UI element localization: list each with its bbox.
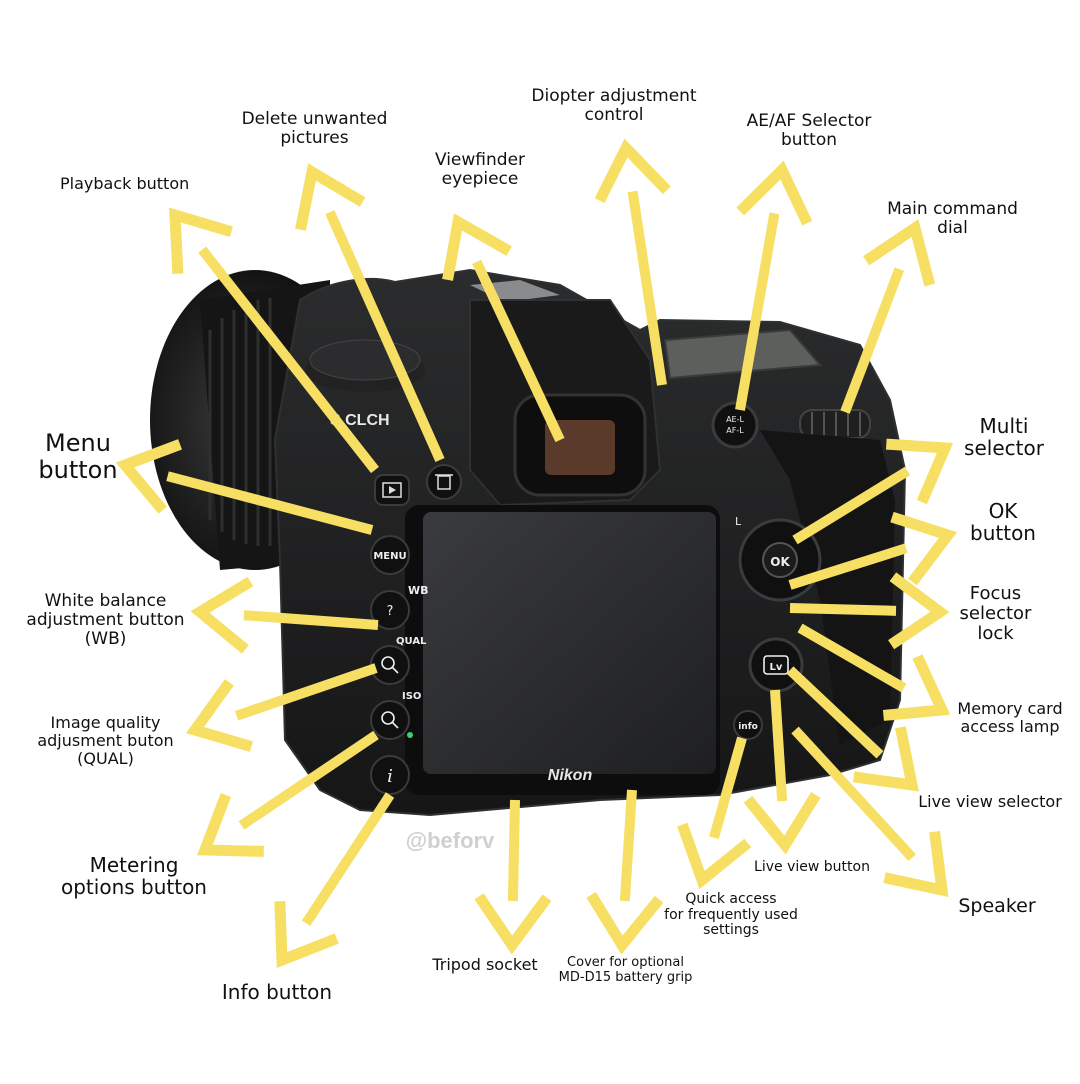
menu-button-graphic: MENU <box>370 535 410 575</box>
svg-text:AF-L: AF-L <box>726 426 744 435</box>
svg-text:i: i <box>387 766 393 787</box>
svg-text:Lv: Lv <box>770 662 783 673</box>
arrow-metering <box>197 730 379 857</box>
playback-button <box>374 474 410 506</box>
arrow-menu <box>115 439 374 535</box>
arrow-viewfinder <box>442 213 565 443</box>
ae-af-lock-button: AE-L AF-L <box>711 401 759 449</box>
arrow-playback <box>169 207 379 474</box>
arrow-speaker <box>791 726 949 898</box>
svg-text:info: info <box>738 722 758 732</box>
rear-lcd-frame <box>405 505 720 795</box>
live-view-selector-graphic: Lv <box>748 637 804 693</box>
arrow-qual <box>185 663 378 752</box>
svg-text:L: L <box>735 515 742 528</box>
label-live-view-selector: Live view selector <box>918 792 1062 811</box>
label-info-button: Info button <box>221 980 333 1004</box>
arrow-aeaf <box>735 160 813 411</box>
arrow-dial <box>840 219 936 414</box>
svg-text:ISO: ISO <box>402 691 421 702</box>
label-live-view-button: Live view button <box>754 859 870 875</box>
arrow-delete <box>295 163 445 463</box>
svg-text:AE-L: AE-L <box>726 415 744 424</box>
main-command-dial <box>799 409 871 439</box>
arrow-info <box>274 792 395 968</box>
iso-button-graphic: ISO <box>370 691 421 740</box>
svg-text:?: ? <box>387 604 394 619</box>
svg-text:QUAL: QUAL <box>396 636 427 647</box>
svg-text:MENU: MENU <box>373 551 406 562</box>
svg-text:OK: OK <box>770 555 790 569</box>
info-button-graphic: i <box>370 755 410 795</box>
arrow-memory <box>797 623 951 721</box>
quick-info-button-graphic: info <box>733 710 763 740</box>
arrow-diopter <box>594 138 671 386</box>
delete-button <box>426 464 462 500</box>
arrow-wb <box>190 576 379 654</box>
arrow-quick <box>677 736 752 890</box>
arrow-multi <box>792 438 954 545</box>
svg-text:WB: WB <box>408 584 429 597</box>
arrow-ok <box>788 511 958 590</box>
callout-arrows <box>115 138 958 968</box>
watermark: @beforv <box>406 828 495 853</box>
brand-logo: Nikon <box>548 767 593 784</box>
wb-button-graphic: ? WB <box>370 584 429 630</box>
label-tripod-socket: Tripod socket <box>432 955 538 974</box>
arrow-grip <box>586 789 664 955</box>
label-playback-button: Playback button <box>60 174 190 193</box>
arrow-tripod <box>474 799 552 955</box>
label-speaker: Speaker <box>958 895 1036 917</box>
arrow-lvbutton <box>743 689 821 855</box>
top-lcd <box>663 328 823 380</box>
arrow-focus <box>789 572 950 650</box>
arrow-lvsel <box>786 666 919 792</box>
